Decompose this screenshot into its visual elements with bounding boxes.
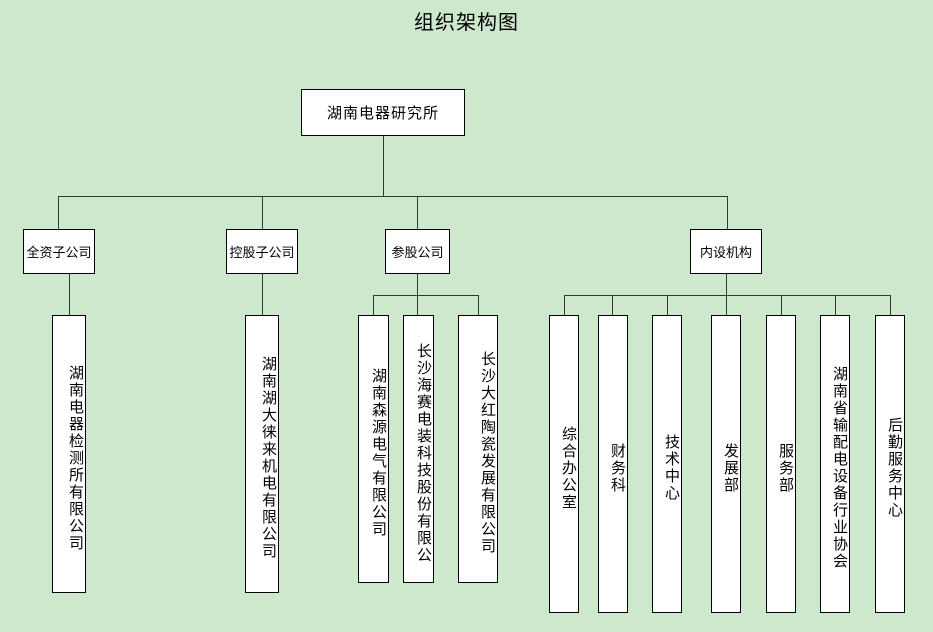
connector-drop-equity-3 <box>478 295 479 315</box>
node-branch-equity[interactable]: 参股公司 <box>385 229 450 274</box>
node-leaf-development-department[interactable]: 发展部 <box>711 315 741 613</box>
node-leaf-general-office-label: 综合办公室 <box>560 425 578 511</box>
node-root-label: 湖南电器研究所 <box>326 104 439 122</box>
connector-drop-internal-4 <box>726 295 727 315</box>
connector-equity-bus <box>373 295 478 296</box>
node-branch-internal-label: 内设机构 <box>699 246 752 261</box>
connector-internal-stem <box>726 274 727 295</box>
node-leaf-hunan-power-equipment-association[interactable]: 湖南省输配电设备行业协会 <box>820 315 850 613</box>
node-leaf-development-department-label: 发展部 <box>722 442 740 494</box>
node-leaf-logistics-service-center-label: 后勤服务中心 <box>886 417 904 519</box>
node-leaf-hunan-electric-testing-label: 湖南电器检测所有限公司 <box>67 364 85 552</box>
connector-drop-internal-2 <box>612 295 613 315</box>
node-branch-holding-label: 控股子公司 <box>229 246 295 261</box>
connector-internal-bus <box>564 295 890 296</box>
connector-drop-branch-2 <box>262 196 263 229</box>
connector-drop-internal-1 <box>564 295 565 315</box>
connector-drop-internal-5 <box>781 295 782 315</box>
node-leaf-hunan-hudalailai-label: 湖南湖大徕来机电有限公司 <box>260 356 278 560</box>
node-leaf-technology-center-label: 技术中心 <box>663 434 681 502</box>
node-leaf-finance-section[interactable]: 财务科 <box>598 315 628 613</box>
connector-drop-equity-1 <box>373 295 374 315</box>
connector-drop-equity-2 <box>417 295 418 315</box>
node-leaf-finance-section-label: 财务科 <box>609 442 627 494</box>
connector-level2-bus <box>58 196 727 197</box>
node-leaf-changsha-dahong-ceramics[interactable]: 长沙大红陶瓷发展有限公司 <box>458 315 498 583</box>
node-leaf-hunan-senyuan-electric-label: 湖南森源电气有限公司 <box>370 368 388 538</box>
node-leaf-hunan-hudalailai[interactable]: 湖南湖大徕来机电有限公司 <box>245 315 279 593</box>
node-leaf-logistics-service-center[interactable]: 后勤服务中心 <box>875 315 905 613</box>
page-title: 组织架构图 <box>414 10 519 34</box>
connector-drop-branch-3 <box>417 196 418 229</box>
node-branch-internal[interactable]: 内设机构 <box>690 229 762 274</box>
connector-drop-branch-1 <box>58 196 59 229</box>
connector-drop-internal-3 <box>667 295 668 315</box>
connector-equity-stem <box>417 274 418 295</box>
connector-drop-internal-7 <box>890 295 891 315</box>
connector-root-stem <box>383 136 384 196</box>
connector-drop-internal-6 <box>835 295 836 315</box>
node-leaf-changsha-haisai-label: 长沙海赛电装科技股份有限公 <box>415 342 433 564</box>
node-leaf-hunan-power-equipment-association-label: 湖南省输配电设备行业协会 <box>831 366 849 570</box>
node-leaf-changsha-dahong-ceramics-label: 长沙大红陶瓷发展有限公司 <box>479 351 497 555</box>
node-leaf-hunan-electric-testing[interactable]: 湖南电器检测所有限公司 <box>52 315 86 593</box>
connector-wholly-owned-stem <box>69 274 70 315</box>
node-leaf-changsha-haisai[interactable]: 长沙海赛电装科技股份有限公 <box>403 315 434 583</box>
node-leaf-hunan-senyuan-electric[interactable]: 湖南森源电气有限公司 <box>358 315 389 583</box>
node-leaf-service-department-label: 服务部 <box>777 442 795 494</box>
connector-holding-stem <box>262 274 263 315</box>
node-branch-wholly-owned-label: 全资子公司 <box>26 246 92 261</box>
node-leaf-service-department[interactable]: 服务部 <box>766 315 796 613</box>
node-branch-wholly-owned[interactable]: 全资子公司 <box>23 229 95 274</box>
node-leaf-technology-center[interactable]: 技术中心 <box>652 315 682 613</box>
node-branch-equity-label: 参股公司 <box>391 246 444 261</box>
node-branch-holding[interactable]: 控股子公司 <box>226 229 298 274</box>
node-root[interactable]: 湖南电器研究所 <box>301 89 465 136</box>
node-leaf-general-office[interactable]: 综合办公室 <box>549 315 579 613</box>
connector-drop-branch-4 <box>727 196 728 229</box>
